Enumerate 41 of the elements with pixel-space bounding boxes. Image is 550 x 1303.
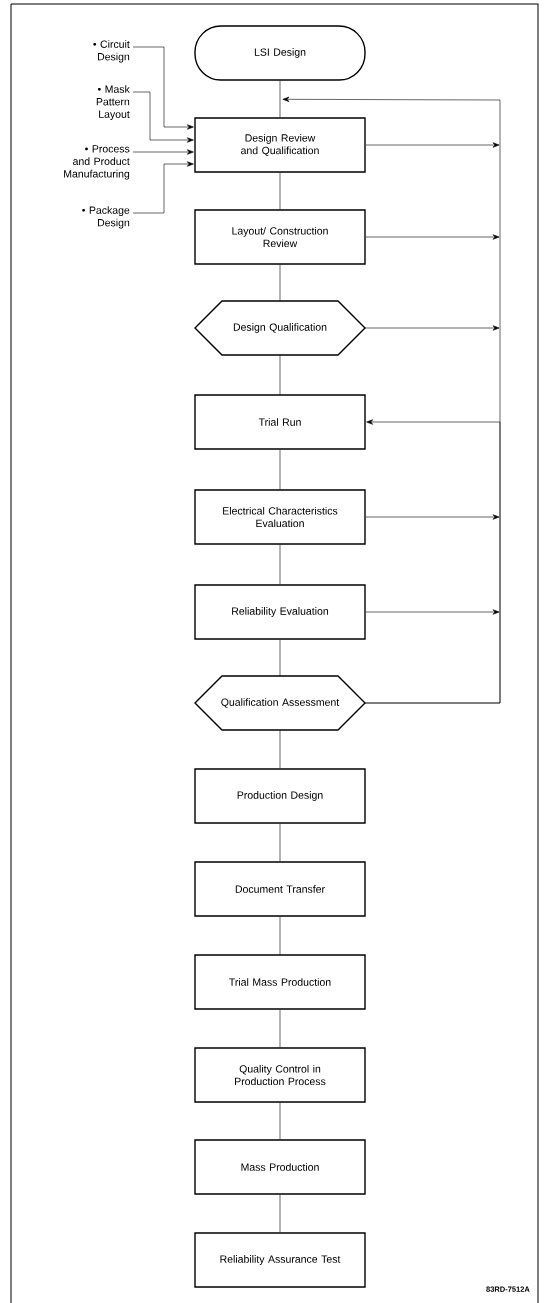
arrow <box>365 514 500 520</box>
arrow <box>132 149 194 155</box>
process-box: Production Design <box>194 768 366 824</box>
process-box: Document Transfer <box>194 861 366 917</box>
connector-line <box>279 1009 281 1048</box>
connector-line <box>279 449 281 490</box>
process-box: Design Review and Qualification <box>194 117 366 173</box>
arrow <box>132 91 194 143</box>
arrow <box>365 609 500 615</box>
arrow <box>365 234 500 240</box>
process-box: Trial Mass Production <box>194 954 366 1010</box>
input-label: • Process and Product Manufacturing <box>64 145 130 180</box>
arrow <box>364 419 501 704</box>
arrow <box>364 325 500 331</box>
process-box: Reliability Evaluation <box>194 584 366 640</box>
connector-line <box>279 544 281 585</box>
input-label: • Package Design <box>82 206 130 229</box>
process-box: Electrical Characteristics Evaluation <box>194 489 366 545</box>
connector-line <box>279 916 281 955</box>
connector-line <box>279 354 281 395</box>
arrow <box>132 161 194 214</box>
connector-line <box>279 729 281 769</box>
process-box: Reliability Assurance Test <box>194 1232 366 1288</box>
input-label: • Mask Pattern Layout <box>96 85 130 120</box>
arrow <box>132 46 194 130</box>
process-box: Layout/ Construction Review <box>194 209 366 265</box>
connector-line <box>279 1102 281 1140</box>
connector-line <box>279 80 281 118</box>
input-label: • Circuit Design <box>93 40 130 63</box>
connector-line <box>279 264 281 302</box>
process-box: Quality Control in Production Process <box>194 1047 366 1103</box>
process-box: Trial Run <box>194 394 366 450</box>
decision-hexagon: Qualification Assessment <box>194 675 366 731</box>
connector-line <box>279 172 281 210</box>
arrow <box>365 142 500 148</box>
connector-line <box>279 1194 281 1233</box>
decision-hexagon: Design Qualification <box>194 300 366 356</box>
process-box: Mass Production <box>194 1139 366 1195</box>
connector-line <box>279 639 281 677</box>
connector-line <box>279 823 281 862</box>
terminal-box: LSI Design <box>194 25 366 81</box>
